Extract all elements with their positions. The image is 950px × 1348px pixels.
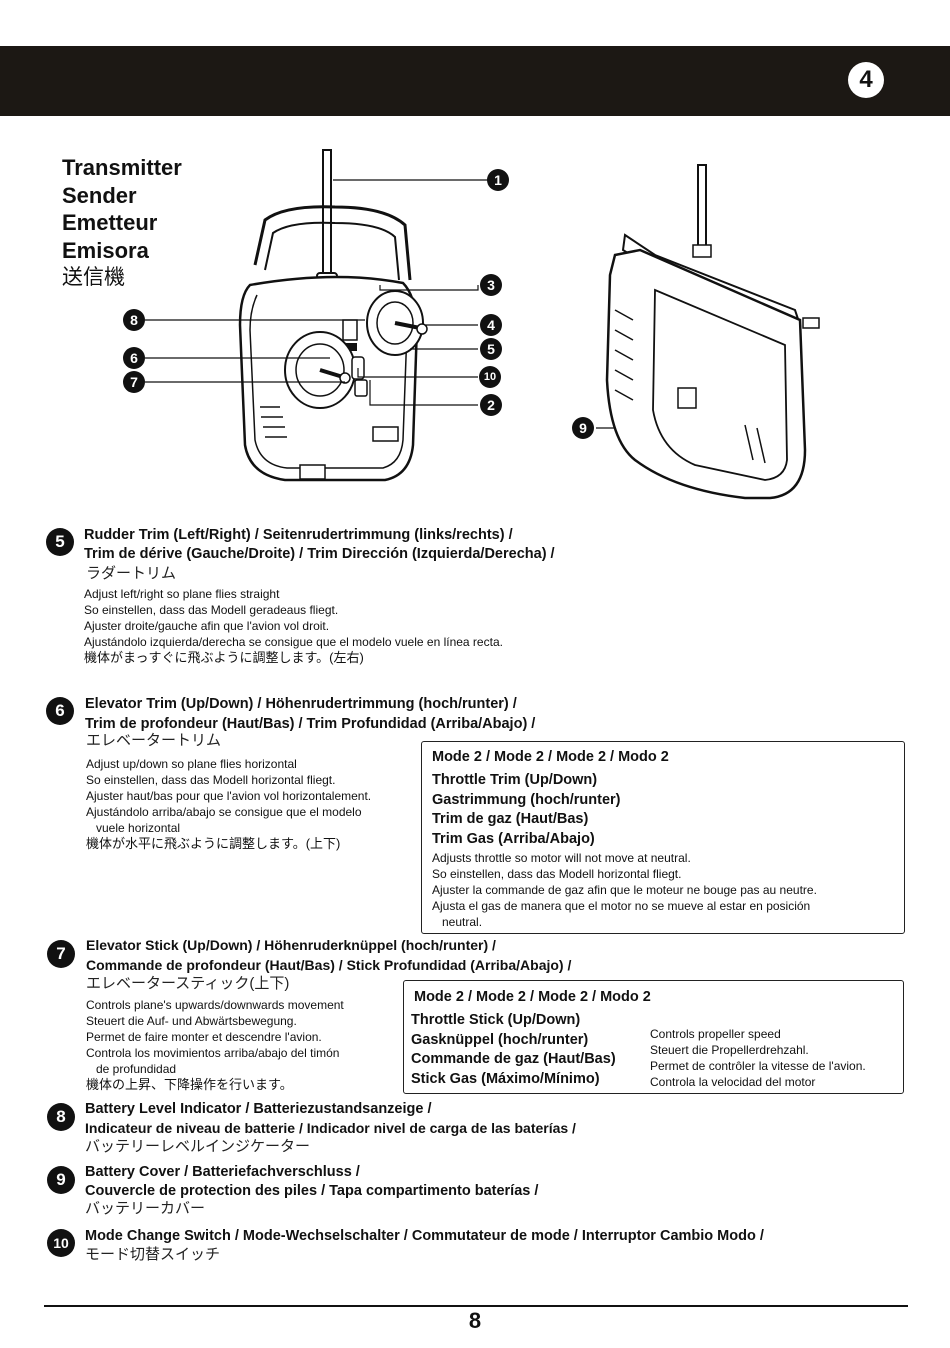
section-6-number: 6 bbox=[46, 697, 74, 725]
section-8-title-line2: Indicateur de niveau de batterie / Indic… bbox=[85, 1120, 576, 1136]
section-6-title-jp: エレベータートリム bbox=[86, 732, 222, 749]
section-8-number: 8 bbox=[47, 1103, 75, 1131]
section-6-body-line: vuele horizontal bbox=[86, 821, 181, 835]
section-6-mode-box: Mode 2 / Mode 2 / Mode 2 / Modo 2 Thrott… bbox=[421, 741, 905, 934]
section-6-body-line: Ajuster haut/bas pour que l'avion vol ho… bbox=[86, 789, 372, 803]
box-body-line: Adjusts throttle so motor will not move … bbox=[432, 851, 691, 865]
section-7-body-line: Controls plane's upwards/downwards movem… bbox=[86, 998, 344, 1012]
box-label-line: Stick Gas (Máximo/Mínimo) bbox=[411, 1070, 600, 1087]
section-7-box-body: Controls propeller speed Steuert die Pro… bbox=[650, 1026, 866, 1090]
section-5-title-line1: Rudder Trim (Left/Right) / Seitenrudertr… bbox=[84, 527, 513, 543]
box-body-line: Controls propeller speed bbox=[650, 1027, 781, 1041]
section-9-title-line2: Couvercle de protection des piles / Tapa… bbox=[85, 1183, 539, 1199]
section-5-body-line: So einstellen, dass das Modell geradeaus… bbox=[84, 603, 339, 617]
section-6-body-line: So einstellen, dass das Modell horizonta… bbox=[86, 773, 336, 787]
section-9-title-line1: Battery Cover / Batteriefachverschluss / bbox=[85, 1164, 360, 1180]
section-6-box-body: Adjusts throttle so motor will not move … bbox=[432, 850, 817, 930]
title-en: Transmitter bbox=[62, 155, 182, 180]
section-8-title-jp: バッテリーレベルインジケーター bbox=[85, 1138, 311, 1155]
section-6-body-line: Adjust up/down so plane flies horizontal bbox=[86, 757, 297, 771]
callout-leader-lines bbox=[145, 179, 680, 429]
box-body-line: neutral. bbox=[432, 915, 483, 929]
title-block: Transmitter Sender Emetteur Emisora 送信機 bbox=[62, 154, 182, 292]
section-5-title-jp: ラダートリム bbox=[86, 565, 177, 582]
box-label-line: Throttle Stick (Up/Down) bbox=[411, 1012, 581, 1028]
section-7-title-line2: Commande de profondeur (Haut/Bas) / Stic… bbox=[86, 957, 572, 973]
section-5-body-line: 機体がまっすぐに飛ぶように調整します。(左右) bbox=[84, 650, 364, 665]
section-7-body-line: de profundidad bbox=[86, 1062, 177, 1076]
section-10-title-line1: Mode Change Switch / Mode-Wechselschalte… bbox=[85, 1228, 764, 1244]
box-label-line: Trim de gaz (Haut/Bas) bbox=[432, 811, 589, 827]
box-body-line: Ajuster la commande de gaz afin que le m… bbox=[432, 883, 817, 897]
callout-8: 8 bbox=[123, 309, 145, 331]
section-5-title-line2: Trim de dérive (Gauche/Droite) / Trim Di… bbox=[84, 546, 555, 562]
section-6-box-title: Mode 2 / Mode 2 / Mode 2 / Modo 2 bbox=[432, 749, 669, 765]
section-9-title-jp: バッテリーカバー bbox=[85, 1200, 206, 1217]
box-body-line: So einstellen, dass das Modell horizonta… bbox=[432, 867, 682, 881]
title-fr: Emetteur bbox=[62, 210, 158, 235]
section-5-body-line: Ajuster droite/gauche afin que l'avion v… bbox=[84, 619, 330, 633]
section-6-title-line2: Trim de profondeur (Haut/Bas) / Trim Pro… bbox=[85, 716, 536, 732]
section-6-title-line1: Elevator Trim (Up/Down) / Höhenrudertrim… bbox=[85, 696, 517, 712]
section-7-box-title: Mode 2 / Mode 2 / Mode 2 / Modo 2 bbox=[414, 989, 651, 1005]
callout-3: 3 bbox=[480, 274, 502, 296]
box-label-line: Gastrimmung (hoch/runter) bbox=[432, 791, 621, 808]
section-7-body-line: 機体の上昇、下降操作を行います。 bbox=[86, 1077, 293, 1092]
callout-4: 4 bbox=[480, 314, 502, 336]
callout-9: 9 bbox=[572, 417, 594, 439]
box-body-line: Ajusta el gas de manera que el motor no … bbox=[432, 899, 811, 913]
box-body-line: Controla la velocidad del motor bbox=[650, 1075, 816, 1089]
header-bar bbox=[0, 46, 950, 116]
section-5-body-line: Adjust left/right so plane flies straigh… bbox=[84, 587, 280, 601]
section-7-box-labels: Throttle Stick (Up/Down) Gasknüppel (hoc… bbox=[411, 1011, 616, 1089]
section-7-body: Controls plane's upwards/downwards movem… bbox=[86, 997, 344, 1093]
box-body-line: Permet de contrôler la vitesse de l'avio… bbox=[650, 1059, 866, 1073]
section-7-body-line: Steuert die Auf- und Abwärtsbewegung. bbox=[86, 1014, 297, 1028]
callout-6: 6 bbox=[123, 347, 145, 369]
transmitter-front-illustration bbox=[238, 149, 428, 482]
section-6-body-line: Ajustándolo arriba/abajo se consigue que… bbox=[86, 805, 362, 819]
title-jp: 送信機 bbox=[62, 266, 125, 289]
box-label-line: Throttle Trim (Up/Down) bbox=[432, 772, 598, 788]
section-5-body-line: Ajustándolo izquierda/derecha se consigu… bbox=[84, 635, 503, 649]
section-9-number: 9 bbox=[47, 1166, 75, 1194]
section-5-number: 5 bbox=[46, 528, 74, 556]
callout-10: 10 bbox=[479, 366, 501, 388]
title-es: Emisora bbox=[62, 237, 149, 263]
section-badge: 4 bbox=[848, 62, 884, 98]
box-label-line: Trim Gas (Arriba/Abajo) bbox=[432, 830, 595, 847]
callout-7: 7 bbox=[123, 371, 145, 393]
box-label-line: Gasknüppel (hoch/runter) bbox=[411, 1031, 589, 1048]
section-6-box-labels: Throttle Trim (Up/Down) Gastrimmung (hoc… bbox=[432, 771, 621, 849]
callout-5: 5 bbox=[480, 338, 502, 360]
section-7-title-line1: Elevator Stick (Up/Down) / Höhenruderknü… bbox=[86, 937, 496, 953]
section-7-title-jp: エレベータースティック(上下) bbox=[86, 975, 290, 992]
section-5-body: Adjust left/right so plane flies straigh… bbox=[84, 586, 503, 666]
section-6-body: Adjust up/down so plane flies horizontal… bbox=[86, 756, 371, 852]
section-8-title-line1: Battery Level Indicator / Batteriezustan… bbox=[85, 1101, 432, 1117]
page-number: 8 bbox=[468, 1308, 482, 1333]
title-de: Sender bbox=[62, 182, 137, 208]
section-7-number: 7 bbox=[47, 940, 75, 968]
box-body-line: Steuert die Propellerdrehzahl. bbox=[650, 1043, 809, 1057]
section-7-body-line: Permet de faire monter et descendre l'av… bbox=[86, 1030, 322, 1044]
section-10-title-jp: モード切替スイッチ bbox=[85, 1246, 221, 1263]
callout-2: 2 bbox=[480, 394, 502, 416]
transmitter-back-illustration bbox=[605, 164, 820, 500]
section-6-body-line: 機体が水平に飛ぶように調整します。(上下) bbox=[86, 836, 341, 851]
section-7-mode-box: Mode 2 / Mode 2 / Mode 2 / Modo 2 Thrott… bbox=[403, 980, 904, 1094]
section-10-number: 10 bbox=[47, 1229, 75, 1257]
callout-1: 1 bbox=[487, 169, 509, 191]
footer-rule bbox=[44, 1305, 908, 1307]
section-7-body-line: Controla los movimientos arriba/abajo de… bbox=[86, 1046, 340, 1060]
box-label-line: Commande de gaz (Haut/Bas) bbox=[411, 1051, 616, 1067]
